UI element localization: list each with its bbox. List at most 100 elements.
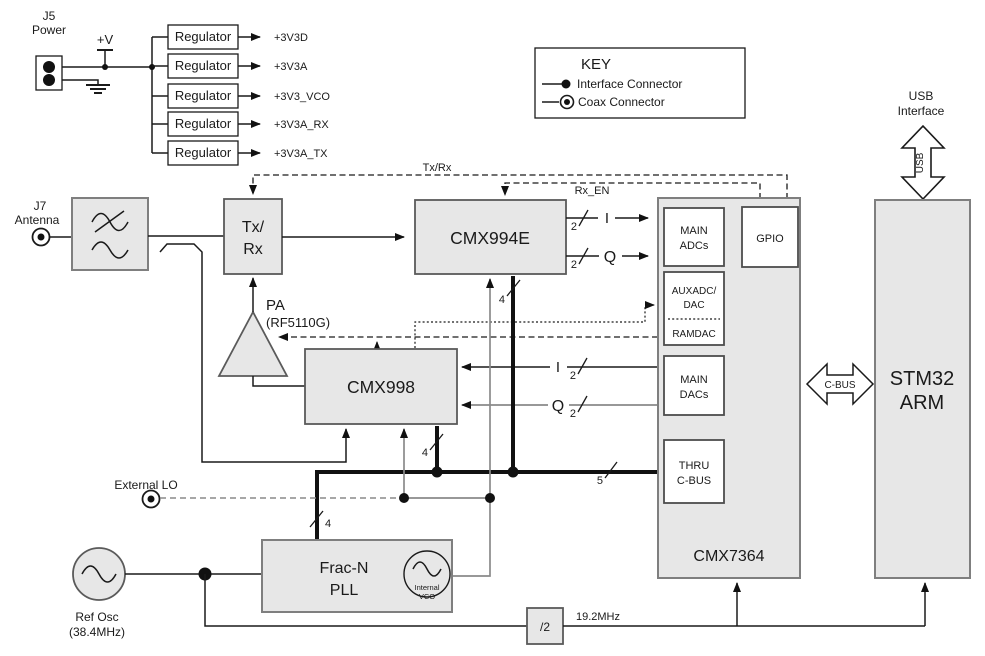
- plus-v-label: +V: [97, 32, 114, 47]
- stm32-block: [874, 199, 971, 579]
- j7-coax-dot-icon: [37, 233, 45, 241]
- thru-cbus-block: [663, 439, 725, 504]
- internal-vco-line2: VCO: [419, 592, 435, 601]
- cmx7364-label: CMX7364: [693, 548, 764, 565]
- cmx994e-block: [414, 199, 567, 275]
- bus-width-label: 2: [570, 408, 576, 420]
- auxadc-line2: DAC: [683, 300, 704, 311]
- main-adcs-block: [663, 207, 725, 267]
- cmx7364-section: CMX7364 MAIN ADCs GPIO AUXADC/ DAC RAMDA…: [657, 197, 801, 579]
- junction-dot: [102, 64, 108, 70]
- gpio-block: [741, 206, 799, 268]
- bus-slash: [309, 510, 324, 528]
- signal-q-label: Q: [604, 249, 616, 266]
- j5-caption: Power: [32, 23, 66, 37]
- main-dacs-line1: MAIN: [680, 374, 708, 386]
- cmx998-label: CMX998: [347, 377, 415, 397]
- main-adcs-line2: ADCs: [680, 240, 709, 252]
- txrx-block: [223, 198, 283, 275]
- gpio-control-lines: Tx/Rx Rx_EN: [249, 162, 788, 341]
- gpio-label: GPIO: [756, 233, 784, 245]
- pa-section: PA (RF5110G): [217, 277, 330, 387]
- txrx-label-line2: Rx: [243, 241, 263, 258]
- txrx-signal-label: Tx/Rx: [423, 162, 452, 174]
- clock-section: Ref Osc (38.4MHz) Frac-N PLL Internal VC…: [69, 539, 929, 645]
- cmx998-block: [304, 348, 458, 425]
- interface-connector-icon: [561, 79, 571, 89]
- internal-vco-sine-icon: [412, 561, 442, 577]
- j5-label: J5: [43, 9, 56, 23]
- wire-refosc-to-divider: [204, 574, 527, 627]
- divide-by-2-block: [526, 607, 564, 645]
- usb-caption-line2: Interface: [898, 104, 945, 118]
- wire-j5-to-ground: [62, 79, 99, 85]
- cmx998-auxdac-lines: [373, 301, 655, 351]
- j5-pin2-icon: [43, 74, 55, 86]
- cmx994e-label: CMX994E: [450, 228, 530, 248]
- cbus-link: C-BUS: [805, 362, 875, 406]
- bus-width-label: 4: [325, 518, 331, 530]
- serial-bus-lines: 4 4 4 5: [309, 276, 664, 541]
- j5-pin1-icon: [43, 61, 55, 73]
- txrx-label-line1: Tx/: [242, 219, 265, 236]
- regulator-label: Regulator: [175, 29, 232, 44]
- fracn-label-line2: PLL: [330, 582, 359, 599]
- junction-dot: [507, 466, 519, 478]
- ref-osc-caption-line2: (38.4MHz): [69, 625, 125, 639]
- filter-symbol-icon: [91, 210, 129, 259]
- bus-slash: [429, 433, 444, 451]
- auxadc-line3: RAMDAC: [672, 329, 715, 340]
- dotted-cmx998-to-auxadc: [414, 301, 655, 348]
- pa-part-label: (RF5110G): [266, 315, 330, 330]
- thru-cbus-line1: THRU: [679, 460, 710, 472]
- divide-by-2-label: /2: [540, 620, 550, 634]
- usb-arrow-label: USB: [915, 152, 926, 173]
- regulator-block-4: [167, 111, 239, 137]
- dashed-txrx-control: [249, 174, 788, 199]
- filter-cross: [94, 210, 125, 233]
- ground-symbol-icon: [62, 79, 110, 94]
- antenna-section: J7 Antenna: [15, 197, 224, 271]
- power-section: J5 Power +V Regulator Regulator Regulato…: [32, 9, 330, 166]
- signal-i-label: I: [556, 359, 560, 376]
- dashed-rxen-control: [501, 182, 761, 199]
- stm32-label-line2: ARM: [900, 392, 944, 414]
- key-legend: KEY Interface Connector Coax Connector: [534, 47, 746, 119]
- bus-width-label: 2: [571, 221, 577, 233]
- rail-3v3-vco: +3V3_VCO: [274, 91, 330, 103]
- external-lo-label: External LO: [114, 478, 177, 492]
- auxadc-line1: AUXADC/: [672, 286, 717, 297]
- rail-3v3a-tx: +3V3A_TX: [274, 148, 328, 160]
- j7-caption: Antenna: [15, 213, 60, 227]
- junction-dot: [149, 64, 155, 70]
- coax-connector-dot-icon: [564, 99, 570, 105]
- rail-3v3a: +3V3A: [274, 61, 308, 73]
- regulator-block-5: [167, 140, 239, 166]
- clock-freq-label: 19.2MHz: [576, 611, 620, 623]
- signal-i-label: I: [605, 210, 609, 227]
- regulator-block-2: [167, 53, 239, 79]
- wire-fracn-lo-out: [452, 498, 491, 577]
- filter-sine-bottom: [91, 241, 129, 259]
- iq-dac-lines: I 2 Q 2: [461, 357, 658, 420]
- lo-distribution: External LO: [114, 278, 495, 577]
- usb-interface: USB Interface USB: [898, 89, 946, 201]
- regulator-label: Regulator: [175, 116, 232, 131]
- key-interface-label: Interface Connector: [577, 77, 682, 91]
- bus-width-label: 4: [422, 447, 428, 459]
- rail-3v3d: +3V3D: [274, 32, 308, 44]
- regulator-label: Regulator: [175, 145, 232, 160]
- bus-slash: [577, 357, 588, 375]
- key-title: KEY: [581, 56, 611, 73]
- bus-slash: [578, 247, 589, 265]
- rail-3v3a-rx: +3V3A_RX: [274, 119, 329, 131]
- ref-osc-caption-line1: Ref Osc: [75, 610, 118, 624]
- stm32-label-line1: STM32: [890, 368, 954, 390]
- ref-osc-sine-icon: [81, 565, 117, 583]
- bus-width-label: 2: [570, 370, 576, 382]
- bus-width-label: 4: [499, 294, 505, 306]
- junction-dot: [399, 493, 409, 503]
- iq-adc-lines: 2 I 2 Q: [566, 209, 649, 271]
